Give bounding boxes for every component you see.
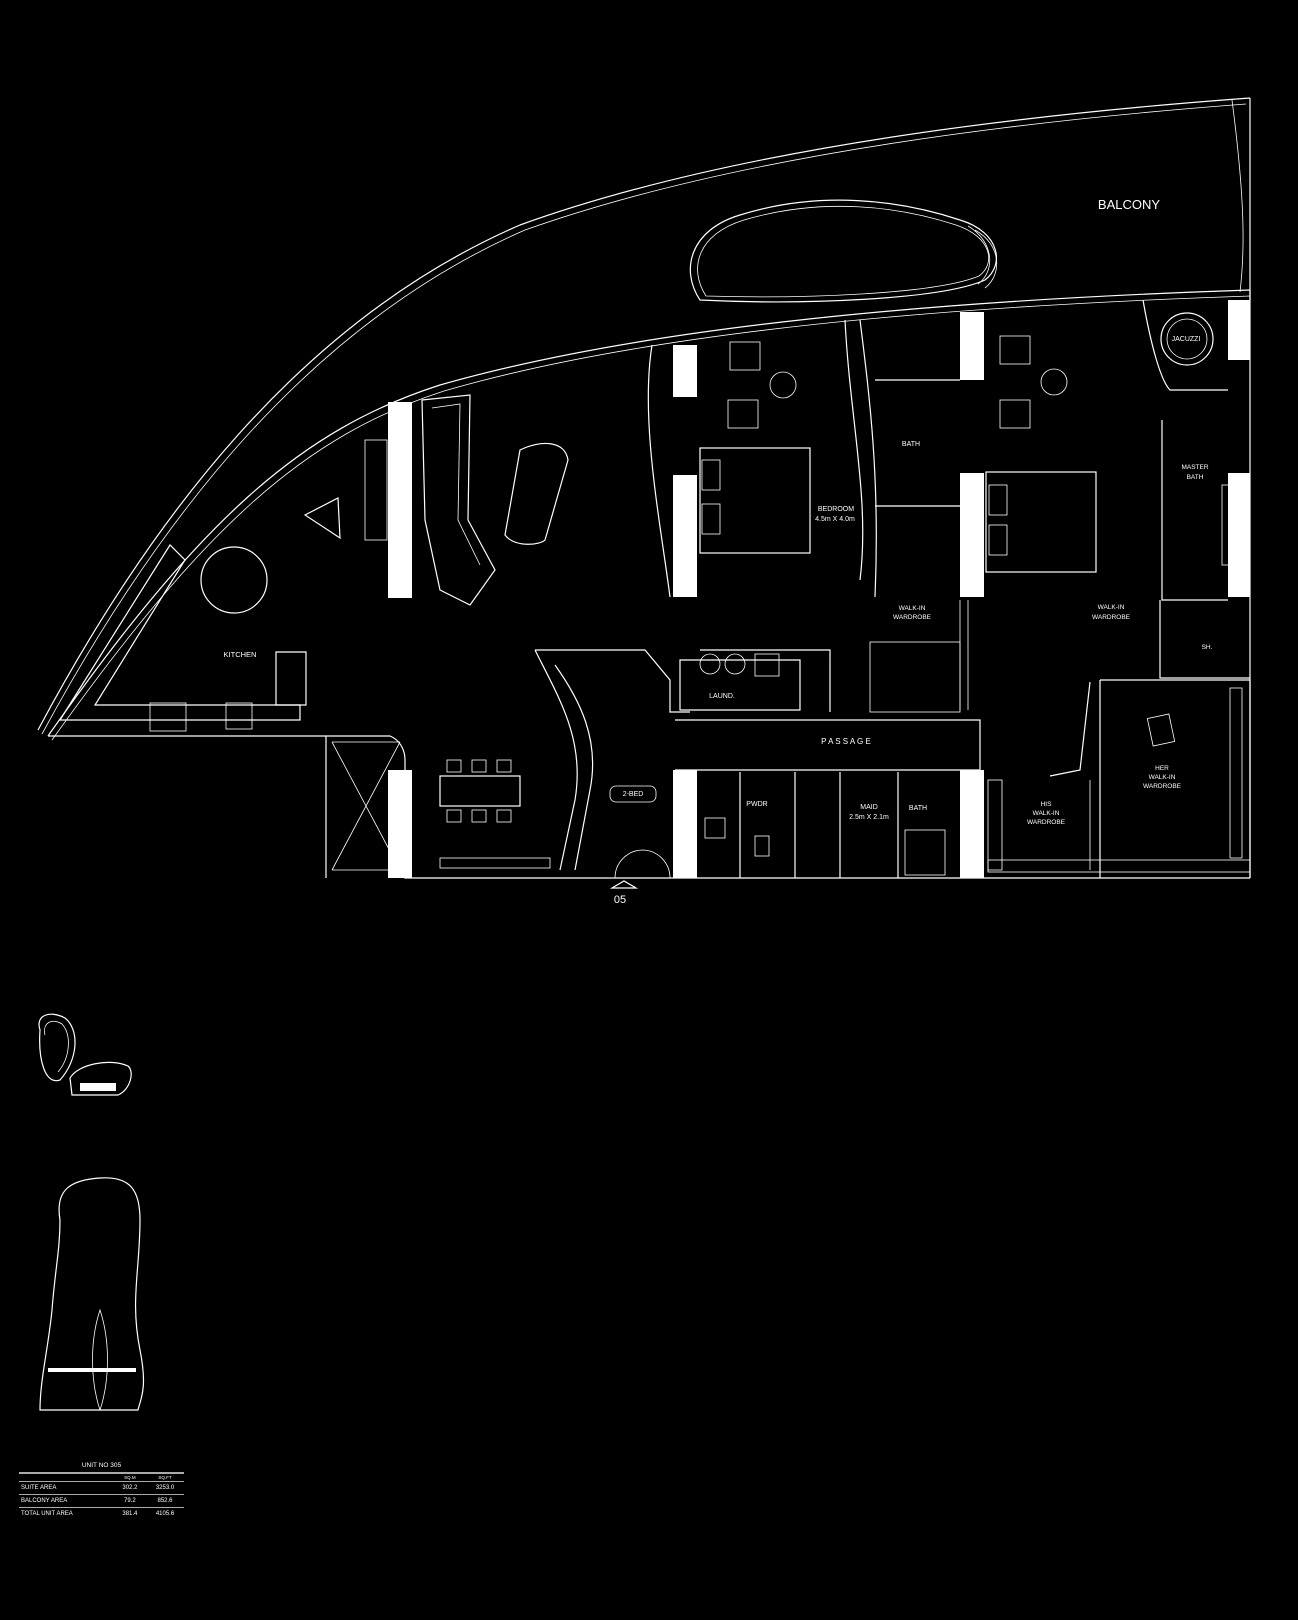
bath-walkin-block [869,379,969,713]
facade-curve [47,289,1251,737]
walkin-1-label-line1: WALK-IN [899,605,926,612]
laundry-label: LAUND. [709,693,735,700]
master-bath-label-line2: BATH [1187,474,1204,481]
row-sqft: 4105.6 [146,1507,184,1520]
bath-2-label: BATH [909,805,927,812]
balcony-planter [689,199,998,303]
maid-label: MAID [860,804,878,811]
row-name: TOTAL UNIT AREA [19,1507,114,1520]
powder-label: PWDR [746,801,767,808]
service-rooms [704,772,946,878]
walkin-2-label-line2: WARDROBE [1092,614,1131,621]
col-sqft-header: SQ.FT [146,1473,184,1482]
entrance-number: 05 [614,894,626,906]
unit-number-title: UNIT NO 305 [19,1462,184,1473]
bedroom-bed [647,319,877,598]
row-name: SUITE AREA [19,1481,114,1495]
col-sqm-header: SQ.M [113,1473,147,1482]
bath-label: BATH [902,441,920,448]
row-sqm: 302.2 [113,1481,147,1495]
walkin-1-label-line2: WARDROBE [893,614,932,621]
living-furniture [303,394,569,606]
balcony-outer-edge [37,97,1251,731]
key-plan [38,1013,132,1096]
table-row: SUITE AREA 302.2 3253.0 [19,1481,184,1495]
kitchen-counters [58,544,307,732]
row-sqm: 381.4 [113,1507,147,1520]
maid-size-label: 2.5m X 2.1m [849,814,889,821]
kitchen-label: KITCHEN [224,650,257,659]
unit-area-table: UNIT NO 305 SQ.M SQ.FT SUITE AREA 302.2 … [19,1462,184,1520]
his-her-wardrobes [987,679,1251,878]
two-bed-label: 2-BED [623,791,644,798]
col-blank [19,1473,114,1482]
row-sqft: 852.6 [146,1494,184,1508]
her-wardrobe-line1: HER [1155,765,1169,772]
bedroom-label: BEDROOM [818,506,854,513]
balcony-label: BALCONY [1098,197,1160,212]
master-bed [985,299,1250,679]
shower-label: SH. [1202,644,1213,651]
his-wardrobe-line3: WARDROBE [1027,819,1066,826]
row-sqm: 79.2 [113,1494,147,1508]
row-sqft: 3253.0 [146,1481,184,1495]
laundry-block [534,649,981,871]
jacuzzi-label: JACUZZI [1172,336,1201,343]
passage-label: P A S S A G E [821,737,871,746]
master-bath-label-line1: MASTER [1181,464,1208,471]
her-wardrobe-line3: WARDROBE [1143,783,1182,790]
dining-table [439,759,551,869]
bedroom-size-label: 4.5m X 4.0m [815,516,855,523]
table-row: TOTAL UNIT AREA 381.4 4105.6 [19,1507,184,1520]
tower-elevation [39,1177,145,1412]
walkin-2-label-line1: WALK-IN [1098,604,1125,611]
row-name: BALCONY AREA [19,1494,114,1508]
table-row: BALCONY AREA 79.2 852.6 [19,1494,184,1508]
his-wardrobe-line2: WALK-IN [1033,810,1060,817]
structural-columns [388,300,1250,878]
his-wardrobe-line1: HIS [1041,801,1053,808]
her-wardrobe-line2: WALK-IN [1149,774,1176,781]
entry-doors [609,785,671,889]
